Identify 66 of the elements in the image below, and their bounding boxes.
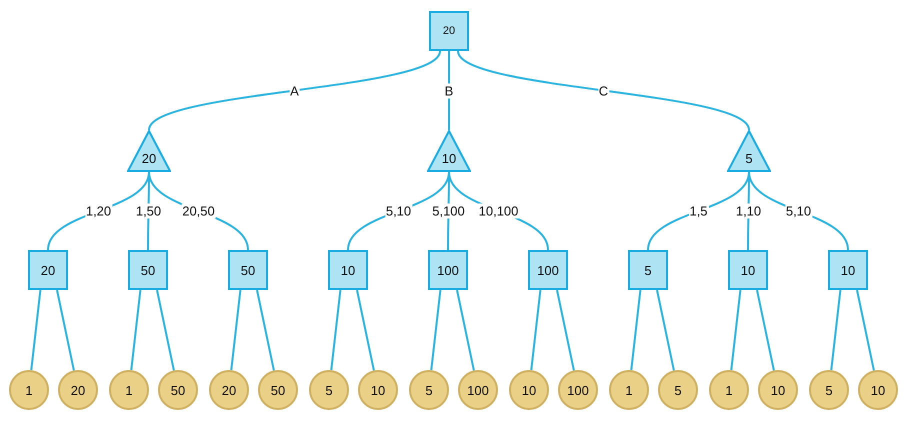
connector-line	[430, 290, 442, 370]
process-box: 10	[828, 250, 868, 290]
leaf-circle: 1	[9, 370, 49, 410]
process-box: 10	[328, 250, 368, 290]
connector-line	[256, 290, 275, 371]
connector-line	[656, 290, 675, 371]
edge-label: 1,10	[734, 204, 762, 218]
edge-label: 5,10	[784, 204, 812, 218]
edge-label: C	[598, 83, 610, 98]
edge-label: 5,10	[384, 204, 412, 218]
triangle-node	[727, 130, 771, 172]
connector-line	[756, 290, 775, 371]
triangle-node	[427, 130, 471, 172]
process-box: 50	[128, 250, 168, 290]
leaf-circle: 10	[858, 370, 898, 410]
node-label: 10	[442, 150, 456, 166]
leaf-circle: 10	[358, 370, 398, 410]
process-box: 100	[428, 250, 468, 290]
node-label: 5	[745, 150, 753, 166]
triangle-node	[127, 130, 171, 172]
connector-line	[56, 290, 75, 371]
connector-line	[356, 290, 375, 371]
process-box: 5	[628, 250, 668, 290]
leaf-circle: 5	[409, 370, 449, 410]
process-box: 100	[528, 250, 568, 290]
leaf-circle: 10	[758, 370, 798, 410]
connector-line	[457, 50, 750, 131]
edge-label: 1,20	[84, 204, 112, 218]
connector-line	[830, 290, 842, 370]
connector-line	[330, 290, 342, 370]
connector-line	[456, 290, 475, 371]
connector-line	[148, 50, 441, 131]
connector-line	[130, 290, 142, 370]
edge-label: 10,100	[478, 204, 520, 218]
connector-line	[530, 290, 542, 370]
connector-line	[730, 290, 742, 370]
leaf-circle: 5	[809, 370, 849, 410]
leaf-circle: 1	[609, 370, 649, 410]
process-box: 10	[728, 250, 768, 290]
connector-line	[856, 290, 875, 371]
connector-line	[230, 290, 242, 370]
connector-line	[448, 51, 450, 130]
edge-label: 1,50	[134, 204, 162, 218]
connector-line	[630, 290, 642, 370]
leaf-circle: 5	[658, 370, 698, 410]
leaf-circle: 20	[209, 370, 249, 410]
edge-label: 20,50	[181, 204, 216, 218]
leaf-circle: 20	[58, 370, 98, 410]
edge-label: B	[444, 83, 454, 98]
connector-line	[30, 290, 42, 370]
edge-label: 1,5	[688, 204, 709, 218]
leaf-circle: 10	[509, 370, 549, 410]
leaf-circle: 100	[458, 370, 498, 410]
edge-label: 5,100	[431, 204, 466, 218]
process-box: 20	[429, 11, 469, 51]
leaf-circle: 100	[558, 370, 598, 410]
leaf-circle: 1	[109, 370, 149, 410]
connector-line	[156, 290, 175, 371]
leaf-circle: 50	[258, 370, 298, 410]
leaf-circle: 50	[158, 370, 198, 410]
process-box: 20	[28, 250, 68, 290]
leaf-circle: 1	[709, 370, 749, 410]
node-label: 20	[142, 150, 156, 166]
leaf-circle: 5	[309, 370, 349, 410]
connector-line	[556, 290, 575, 371]
process-box: 50	[228, 250, 268, 290]
